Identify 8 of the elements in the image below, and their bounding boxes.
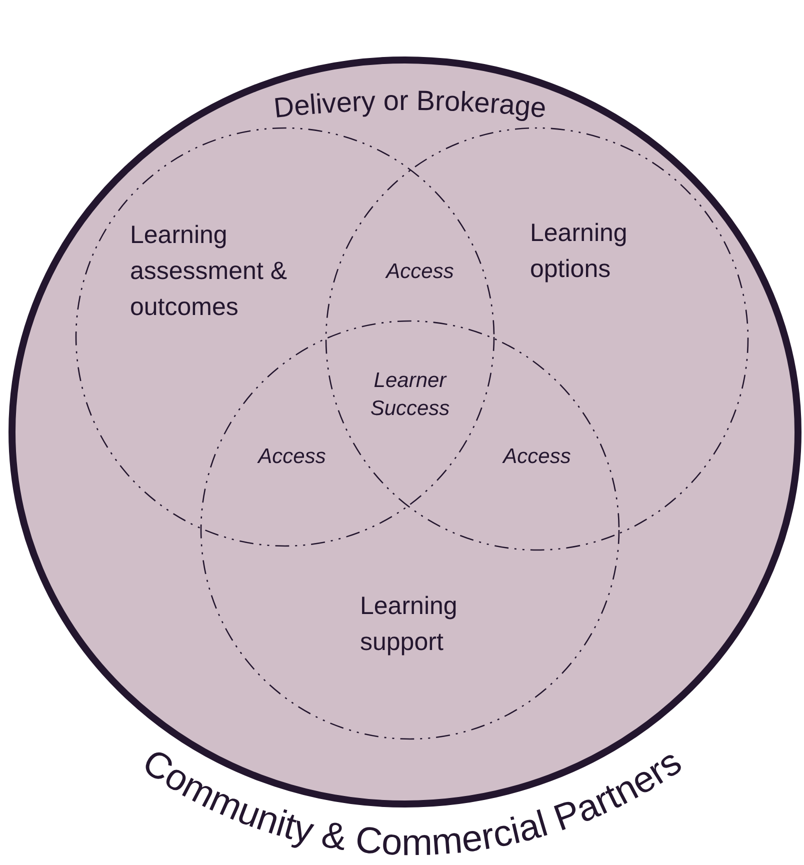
overlap-label: Access — [384, 259, 455, 285]
overlap-label: Learner Success — [369, 368, 451, 422]
overlap-label: Access — [501, 444, 572, 470]
circle-label: Learning support — [360, 591, 458, 658]
circle-label: Learning assessment & outcomes — [130, 220, 288, 323]
curved-heading: Delivery or Brokerage — [272, 84, 548, 124]
circle-label: Learning options — [530, 218, 628, 285]
overlap-label: Access — [256, 444, 327, 470]
